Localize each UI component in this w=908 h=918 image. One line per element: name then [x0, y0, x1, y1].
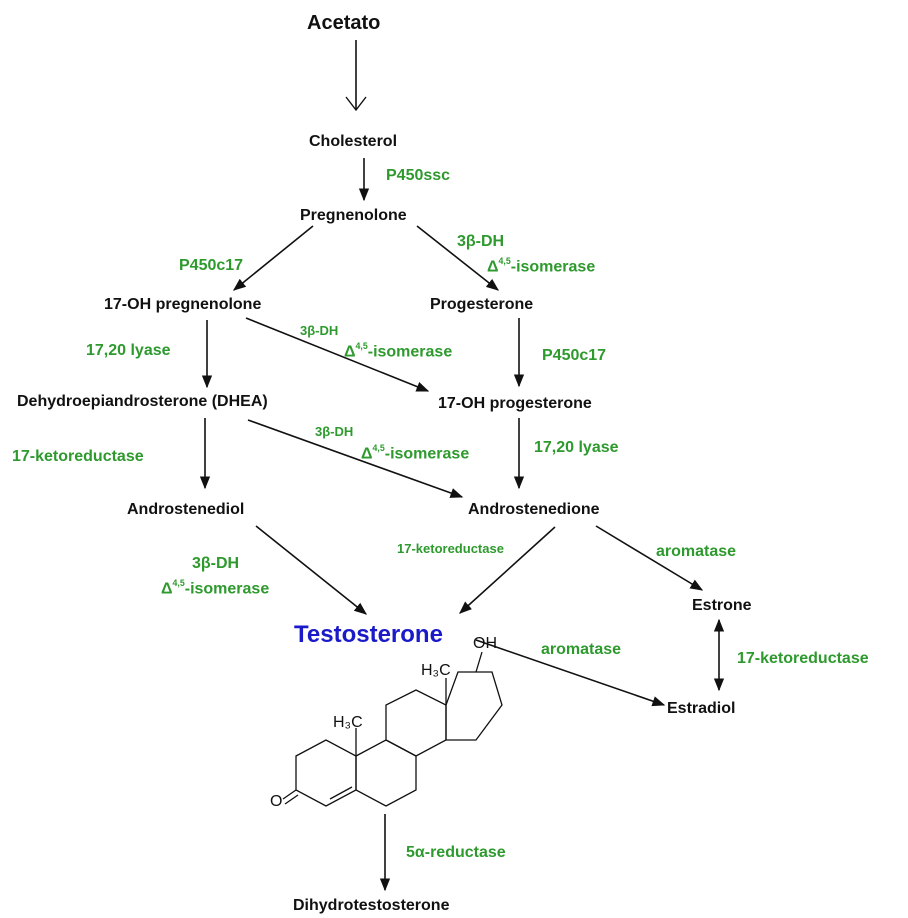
isomerase-superscript: 4,5: [498, 256, 511, 267]
isomerase-text: -isomerase: [184, 580, 270, 598]
node-cholesterol: Cholesterol: [309, 133, 398, 150]
enzyme-3bdh-mid: 3β-DH: [300, 323, 339, 338]
enzyme-isomerase-top: Δ4,5-isomerase: [487, 256, 596, 276]
node-progesterone: Progesterone: [430, 296, 534, 313]
isomerase-superscript: 4,5: [355, 341, 368, 352]
atom-oh: OH: [473, 635, 497, 652]
delta-symbol: Δ: [487, 258, 499, 276]
enzyme-aromatase-bottom: aromatase: [541, 641, 622, 658]
delta-symbol: Δ: [161, 580, 173, 598]
enzyme-5a-reductase: 5α-reductase: [406, 844, 506, 861]
enzyme-p450c17-right: P450c17: [542, 347, 607, 364]
enzyme-isomerase-mid: Δ4,5-isomerase: [344, 341, 453, 361]
isomerase-text: -isomerase: [384, 445, 470, 463]
arrow-17ohpreg-17ohprog: [245, 317, 430, 392]
node-dhea: Dehydroepiandrosterone (DHEA): [17, 393, 268, 410]
enzyme-3bdh-top: 3β-DH: [457, 233, 505, 250]
node-17oh-progesterone: 17-OH progesterone: [438, 395, 592, 412]
node-17oh-pregnenolone: 17-OH pregnenolone: [104, 296, 262, 313]
node-testosterone: Testosterone: [294, 621, 443, 648]
delta-symbol: Δ: [344, 343, 356, 361]
delta-symbol: Δ: [361, 445, 373, 463]
atom-o: O: [270, 793, 283, 810]
enzyme-p450ssc: P450ssc: [386, 167, 451, 184]
node-estradiol: Estradiol: [667, 700, 736, 717]
arrow-androstenediol-testosterone: [255, 525, 367, 615]
enzyme-ketoreductase-mid: 17-ketoreductase: [397, 541, 504, 556]
enzyme-3bdh-lower: 3β-DH: [315, 424, 354, 439]
arrow-androstenedione-testosterone: [459, 526, 556, 614]
enzyme-lyase-right: 17,20 lyase: [534, 439, 619, 456]
enzyme-isomerase-lower: Δ4,5-isomerase: [361, 443, 470, 463]
enzyme-3bdh-bottom: 3β-DH: [192, 555, 240, 572]
arrow-dhea-androstenedione: [247, 419, 464, 498]
node-androstenediol: Androstenediol: [127, 501, 245, 518]
arrow-testosterone-estradiol: [475, 639, 666, 707]
enzyme-ketoreductase-left: 17-ketoreductase: [12, 448, 144, 465]
arrow-acetato-head: [345, 96, 367, 112]
node-pregnenolone: Pregnenolone: [300, 207, 407, 224]
atom-h3c-left: H₃C: [333, 714, 363, 731]
isomerase-superscript: 4,5: [372, 443, 385, 454]
node-acetato: Acetato: [307, 12, 381, 34]
isomerase-text: -isomerase: [367, 343, 453, 361]
arrow-androstenedione-estrone: [595, 525, 704, 591]
node-androstenedione: Androstenedione: [468, 501, 600, 518]
node-dihydrotestosterone: Dihydrotestosterone: [293, 897, 450, 914]
enzyme-isomerase-bottom: Δ4,5-isomerase: [161, 578, 270, 598]
enzyme-p450c17-left: P450c17: [179, 257, 244, 274]
atom-h3c-top: H₃C: [421, 662, 451, 679]
testosterone-structure: [282, 651, 503, 807]
node-estrone: Estrone: [692, 597, 752, 614]
arrow-preg-progesterone: [416, 225, 500, 291]
enzyme-aromatase-top: aromatase: [656, 543, 737, 560]
enzyme-lyase-left: 17,20 lyase: [86, 342, 171, 359]
isomerase-text: -isomerase: [510, 258, 596, 276]
enzyme-ketoreductase-right: 17-ketoreductase: [737, 650, 869, 667]
arrow-preg-17ohpreg: [233, 225, 314, 291]
isomerase-superscript: 4,5: [172, 578, 185, 589]
